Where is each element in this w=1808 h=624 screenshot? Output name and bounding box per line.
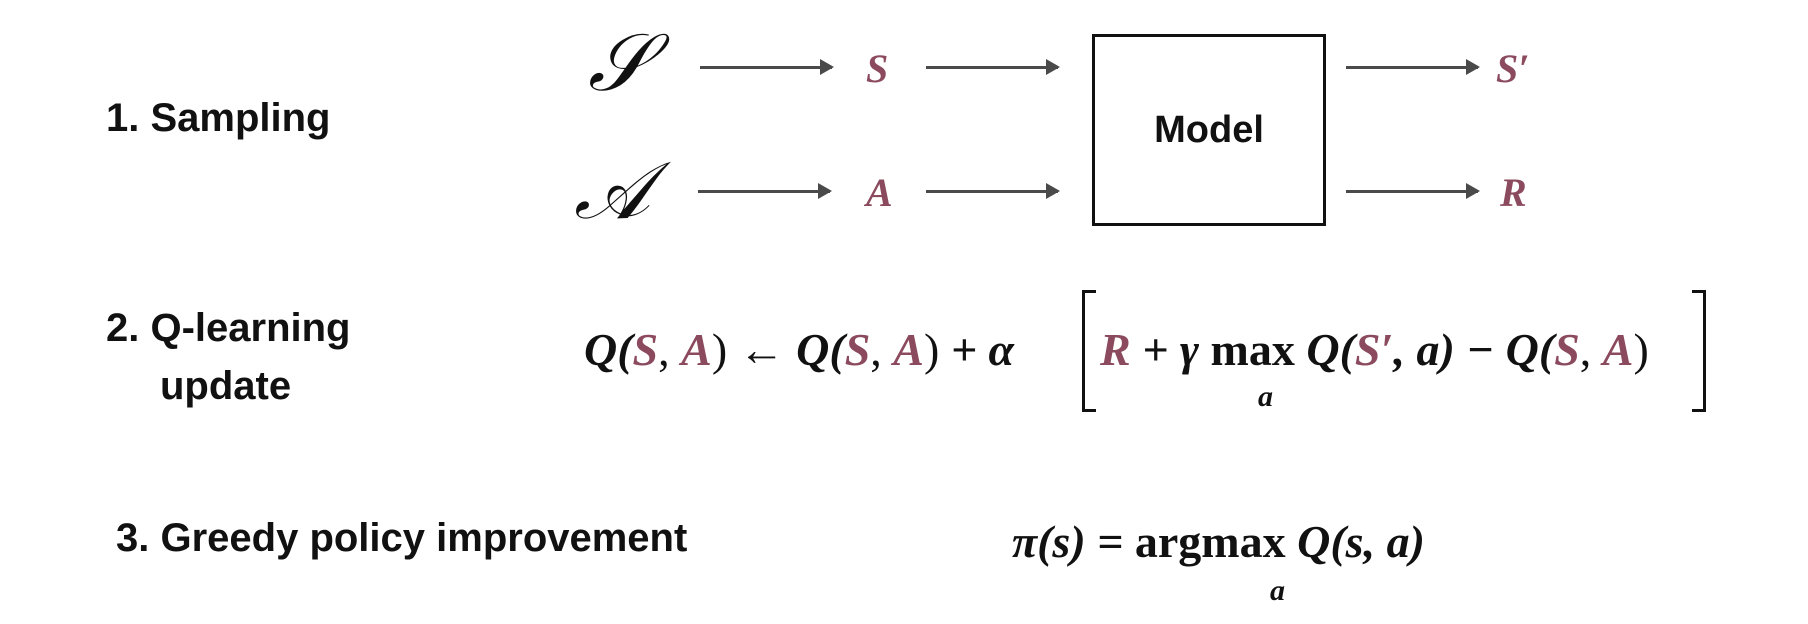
arrow-model-to-next-state bbox=[1346, 59, 1480, 75]
argmax-subscript: a bbox=[1270, 574, 1285, 607]
q-update-equation: Q(S, A) ← Q(S, A) + α bbox=[584, 324, 1014, 375]
reward: R bbox=[1500, 170, 1527, 215]
arrow-model-to-reward bbox=[1346, 183, 1480, 199]
max-subscript: a bbox=[1258, 380, 1273, 413]
step-3-label: 3. Greedy policy improvement bbox=[116, 516, 688, 560]
action-space-symbol: 𝒜 bbox=[574, 144, 650, 237]
arrow-action-to-model bbox=[926, 183, 1060, 199]
next-state: S′ bbox=[1496, 46, 1530, 91]
step-2-label-line2: update bbox=[160, 364, 292, 408]
sampled-state: S bbox=[866, 46, 889, 91]
model-box: Model bbox=[1092, 34, 1326, 226]
step-1-label: 1. Sampling bbox=[106, 96, 331, 140]
policy-equation: π(s) = argmax Q(s, a) bbox=[1012, 516, 1425, 567]
arrow-space-to-state bbox=[700, 59, 834, 75]
bracket-contents: R + γ max Q(S′, a) − Q(S, A) bbox=[1100, 324, 1649, 375]
sampled-action: A bbox=[866, 170, 893, 215]
arrow-state-to-model bbox=[926, 59, 1060, 75]
left-bracket bbox=[1082, 290, 1096, 412]
step-2-label-line1: 2. Q-learning bbox=[106, 306, 351, 350]
state-space-symbol: 𝒮 bbox=[588, 16, 650, 109]
arrow-space-to-action bbox=[698, 183, 832, 199]
model-label: Model bbox=[1154, 108, 1264, 151]
right-bracket bbox=[1692, 290, 1706, 412]
